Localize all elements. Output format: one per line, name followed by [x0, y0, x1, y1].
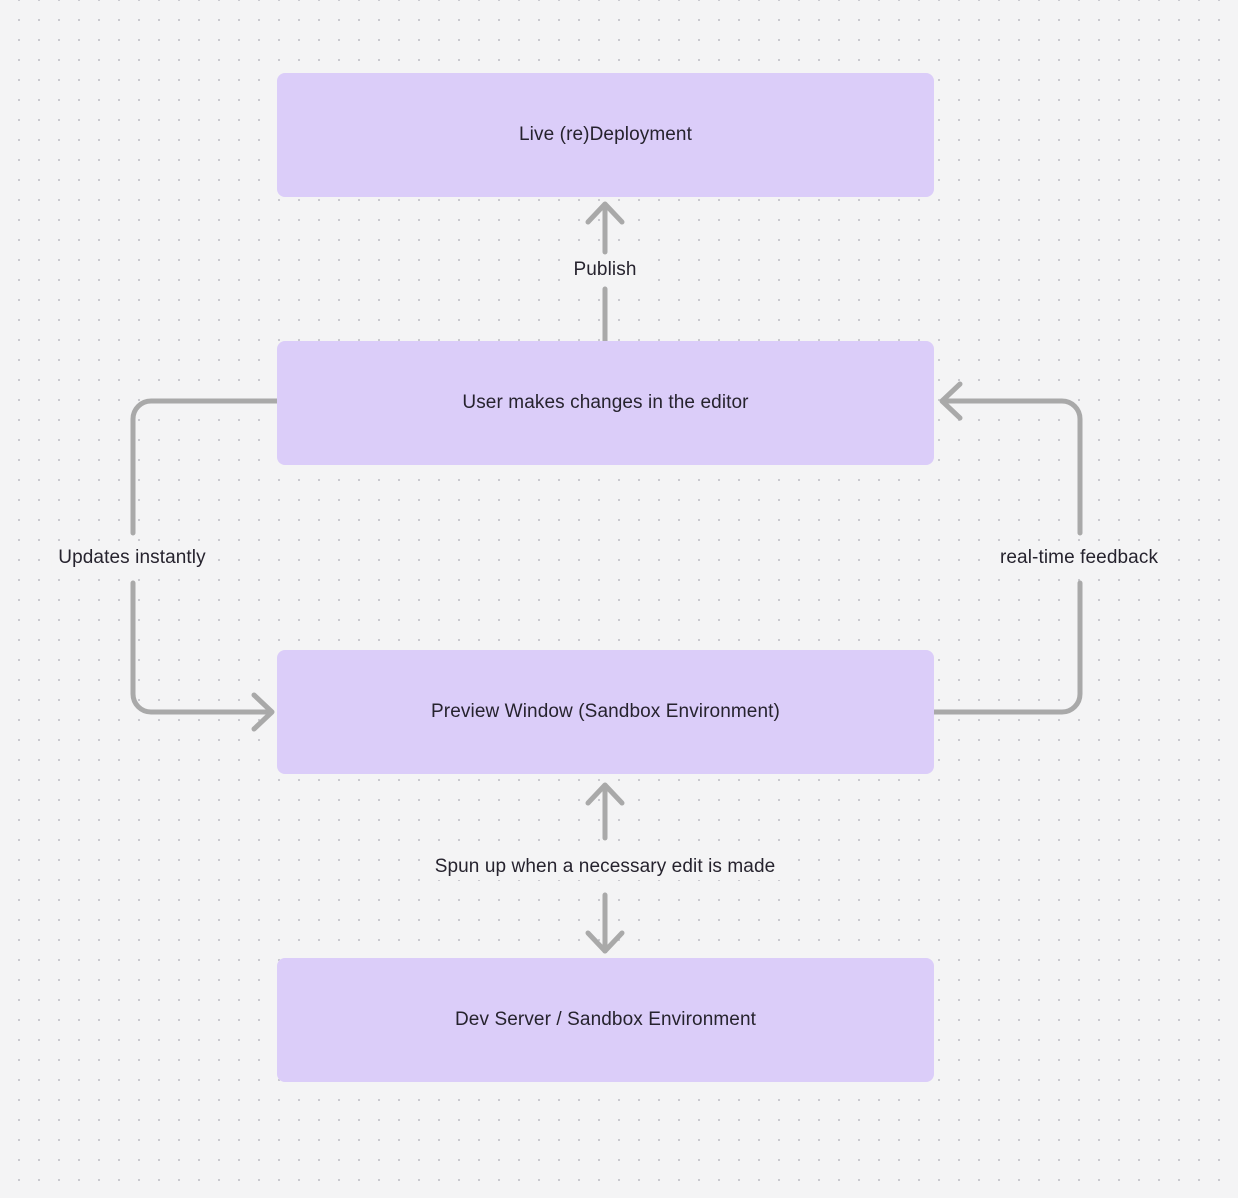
node-user-makes-changes[interactable]: User makes changes in the editor: [277, 341, 934, 465]
node-label: Dev Server / Sandbox Environment: [454, 1008, 756, 1030]
node-dev-server[interactable]: Dev Server / Sandbox Environment: [277, 958, 934, 1082]
node-label: Live (re)Deployment: [519, 123, 692, 145]
node-preview-window[interactable]: Preview Window (Sandbox Environment): [277, 650, 934, 774]
edge-label-publish: Publish: [566, 257, 644, 283]
edge-label-spun-up: Spun up when a necessary edit is made: [427, 854, 783, 880]
node-live-redeployment[interactable]: Live (re)Deployment: [277, 73, 934, 197]
node-label: User makes changes in the editor: [462, 391, 749, 413]
node-label: Preview Window (Sandbox Environment): [431, 700, 780, 722]
edge-label-updates-instantly: Updates instantly: [51, 545, 213, 571]
edge-label-real-time-feedback: real-time feedback: [992, 545, 1166, 571]
